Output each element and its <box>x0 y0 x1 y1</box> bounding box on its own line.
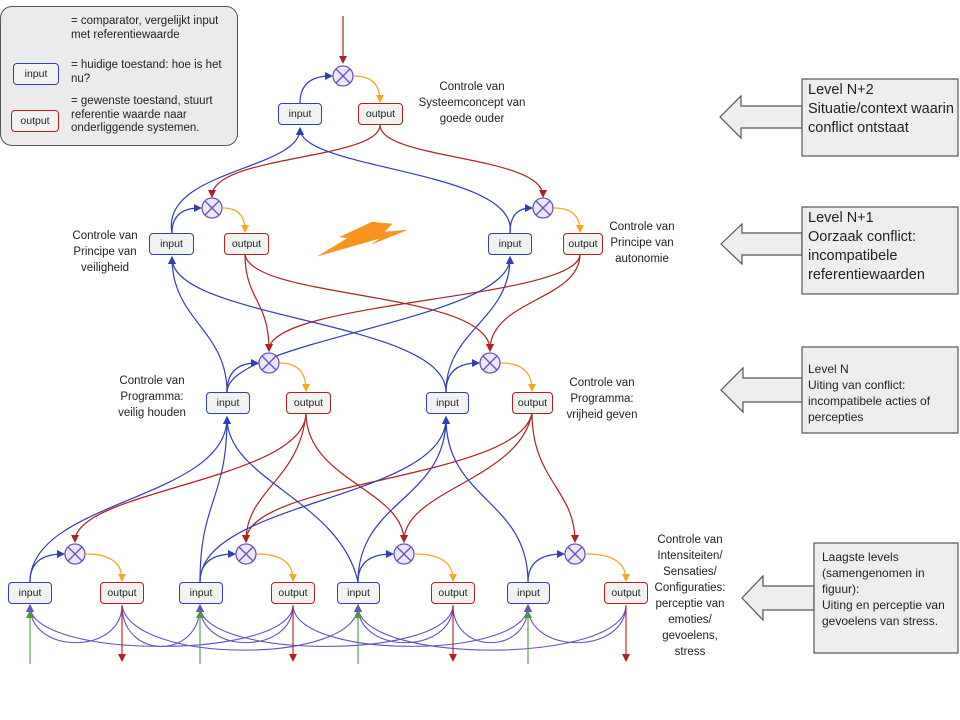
right-program-input-to-right-principle <box>445 256 514 393</box>
left-principle-input-to-top-input <box>170 127 304 234</box>
level-n1-text: Oorzaak conflict: incompatibele referent… <box>808 229 925 283</box>
label-bottom: Controle van Intensiteiten/ Sensaties/ C… <box>654 534 726 658</box>
level-n-callout: Level N Uiting van conflict: incompatibe… <box>808 361 956 425</box>
comparator-bottom-4 <box>564 543 586 565</box>
left-principle-comparator-to-output <box>222 207 249 233</box>
right-program-comparator-to-output <box>500 362 536 392</box>
comparator-left-program <box>258 352 280 374</box>
legend-panel: = comparator, vergelijkt input met refer… <box>0 6 238 146</box>
legend-input-box: input <box>13 63 59 85</box>
left-principle-output-box: output <box>224 233 269 255</box>
bottom-2-input-to-right-program <box>199 416 450 583</box>
left-program-input-to-left-principle <box>168 256 228 393</box>
right-program-input-to-comparator <box>445 359 480 393</box>
comparator-top <box>332 65 354 87</box>
level-lowest-text: Uiting en perceptie van gevoelens van st… <box>822 598 945 628</box>
legend-output-box: output <box>11 110 59 132</box>
comparator-bottom-3 <box>393 543 415 565</box>
right-principle-input-to-comparator <box>509 204 533 234</box>
label-right-principle: Controle van Principe van autonomie <box>609 221 675 265</box>
bottom-4-input-box: input <box>507 582 550 604</box>
level-n-title: Level N <box>808 362 849 376</box>
bottom-4-output-box: output <box>604 582 648 604</box>
comparator-bottom-1 <box>64 543 86 565</box>
right-program-output-to-bottom-3 <box>400 412 533 543</box>
comparator-right-principle <box>532 197 554 219</box>
right-program-output-to-bottom-4 <box>531 412 579 543</box>
top-input-box: input <box>278 103 322 125</box>
top-input-to-comparator <box>299 72 333 104</box>
level-lowest-title: Laagste levels (samengenomen in figuur): <box>822 550 925 596</box>
environment-feedback <box>26 604 627 651</box>
right-principle-input-to-top-input <box>296 127 511 234</box>
level-n2-text: Situatie/context waarin conflict ontstaa… <box>808 101 954 136</box>
level-n1-callout: Level N+1 Oorzaak conflict: incompatibel… <box>808 209 956 285</box>
top-comparator-to-output <box>353 75 384 103</box>
left-principle-output-to-right-program <box>244 253 494 352</box>
bottom-2-input-to-left-program <box>199 416 231 583</box>
comparator-right-program <box>479 352 501 374</box>
level-n-text: Uiting van conflict: incompatibele actie… <box>808 378 931 424</box>
bottom-3-output-box: output <box>431 582 475 604</box>
left-principle-input-to-comparator <box>171 204 202 234</box>
left-program-input-to-comparator <box>226 359 259 393</box>
level-arrows <box>719 78 959 654</box>
label-left-program: Controle van Programma: veilig houden <box>118 375 186 419</box>
comparator-bottom-2 <box>235 543 257 565</box>
label-left-principle: Controle van Principe van veiligheid <box>72 230 138 274</box>
bottom-3-input-to-right-program <box>357 416 450 583</box>
level-n1-title: Level N+1 <box>808 210 874 226</box>
bottom-units <box>29 550 630 583</box>
top-output-to-left-principle <box>208 124 381 198</box>
legend-comparator-text: = comparator, vergelijkt input met refer… <box>71 15 219 41</box>
comparators <box>22 26 586 565</box>
label-top: Controle van Systeemconcept van goede ou… <box>418 81 526 125</box>
lightning-bolt-icon <box>317 221 408 257</box>
right-principle-input-box: input <box>488 233 532 255</box>
bottom-3-input-to-left-program <box>223 416 359 583</box>
right-principle-output-box: output <box>563 233 603 255</box>
top-output-to-right-principle <box>379 124 547 198</box>
right-program-output-box: output <box>512 392 553 414</box>
bottom-2-input-box: input <box>179 582 223 604</box>
right-program-output-to-bottom-2 <box>242 412 533 543</box>
bottom-2-output-box: output <box>271 582 315 604</box>
bottom-1-input-box: input <box>8 582 52 604</box>
level-lowest-callout: Laagste levels (samengenomen in figuur):… <box>822 549 956 629</box>
right-program-input-to-left-principle <box>168 256 447 393</box>
bottom-1-input-to-left-program <box>29 416 231 583</box>
right-principle-output-to-left-program <box>265 253 581 352</box>
bottom-4-input-to-right-program <box>442 416 529 583</box>
bottom-1-output-box: output <box>100 582 144 604</box>
level-n2-title: Level N+2 <box>808 82 874 98</box>
bottom-3-input-box: input <box>337 582 380 604</box>
left-program-output-to-bottom-3 <box>305 412 408 543</box>
left-program-input-box: input <box>206 392 250 414</box>
left-principle-input-box: input <box>149 233 194 255</box>
left-program-input-to-right-principle <box>226 256 514 393</box>
left-principle-output-to-left-program <box>244 253 273 352</box>
legend-output-text: = gewenste toestand, stuurt referentie w… <box>71 95 213 134</box>
left-program-output-to-bottom-2 <box>242 412 307 543</box>
environment-io <box>26 606 630 664</box>
right-program-input-box: input <box>426 392 469 414</box>
legend-input-text: = huidige toestand: hoe is het nu? <box>71 59 222 85</box>
right-principle-output-to-right-program <box>486 253 581 352</box>
top-output-box: output <box>358 103 403 125</box>
left-program-output-box: output <box>286 392 331 414</box>
right-principle-comparator-to-output <box>553 207 584 233</box>
level-n2-callout: Level N+2 Situatie/context waarin confli… <box>808 81 956 138</box>
comparator-left-principle <box>201 197 223 219</box>
left-program-output-to-bottom-1 <box>71 412 307 543</box>
label-right-program: Controle van Programma: vrijheid geven <box>566 377 638 421</box>
left-program-comparator-to-output <box>279 362 310 392</box>
